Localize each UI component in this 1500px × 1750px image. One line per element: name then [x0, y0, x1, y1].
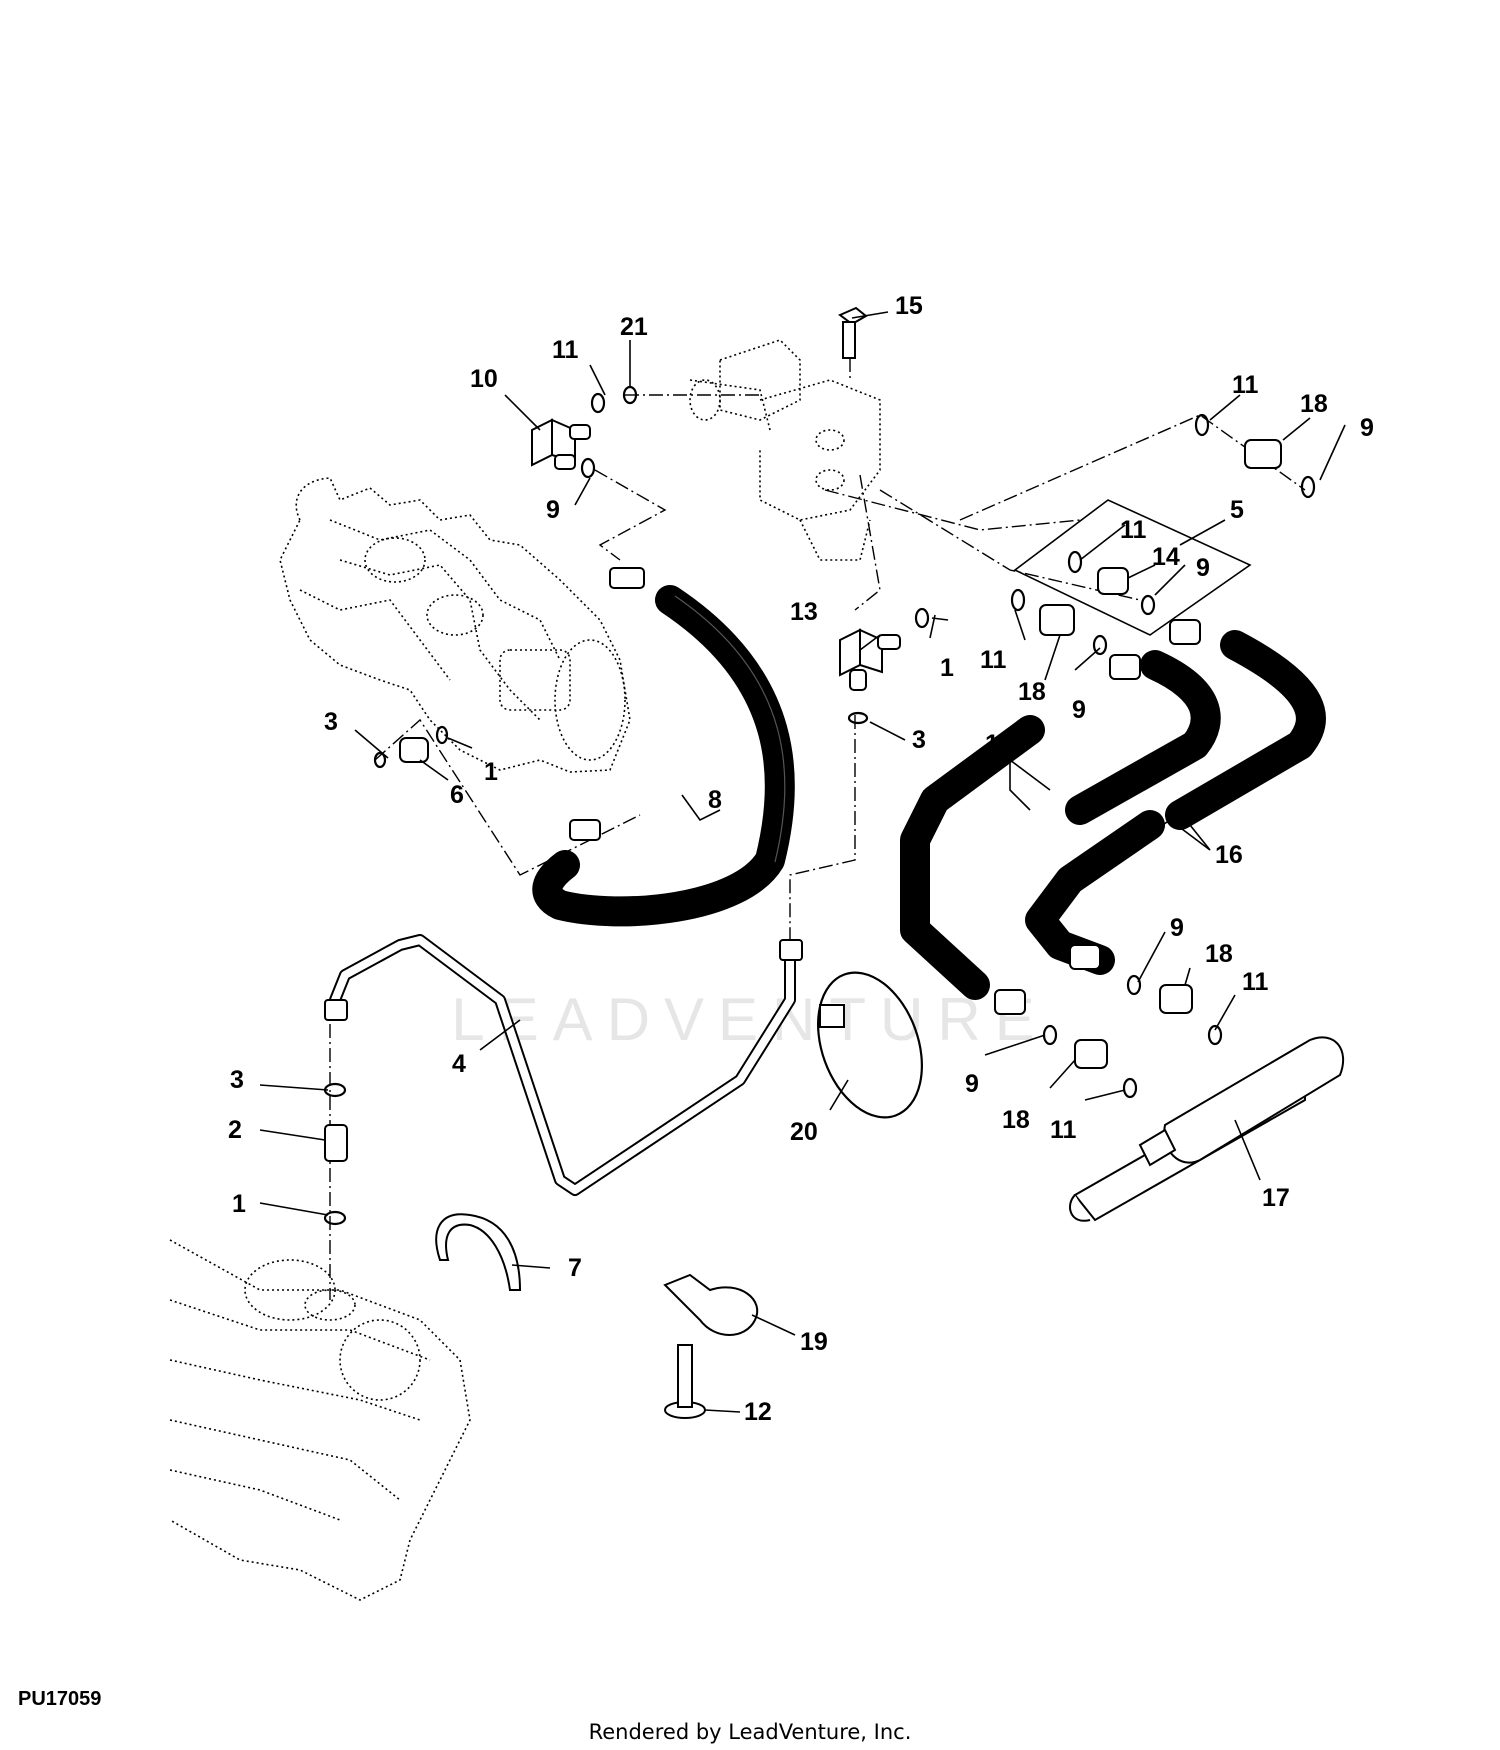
callout-11-top: 11: [552, 336, 579, 364]
callout-10: 10: [470, 365, 498, 393]
kit-5-outline: [1013, 499, 1252, 636]
callout-21: 21: [620, 313, 648, 341]
callout-1-lower: 1: [232, 1190, 246, 1218]
hydrostatic-transmission-ghost: [279, 477, 631, 773]
bolt-15: [838, 306, 868, 359]
callout-16-bottom: 16: [1215, 841, 1243, 869]
callout-18-mid: 18: [1018, 678, 1046, 706]
callout-20: 20: [790, 1118, 818, 1146]
callout-11-mid: 11: [980, 646, 1007, 674]
callout-labels: 1 1 1 2 3 3 3 4 5 6 7 8 9 9 9 9 9 9 10 1…: [228, 292, 1374, 1426]
callout-7: 7: [568, 1254, 582, 1282]
callout-11-kit: 11: [1120, 516, 1147, 544]
callout-18-right: 18: [1205, 940, 1233, 968]
callout-15: 15: [895, 292, 923, 320]
callout-9-top-left: 9: [546, 496, 560, 524]
callout-11-right: 11: [1242, 968, 1269, 996]
callout-9-top-right: 9: [1360, 414, 1374, 442]
callout-8: 8: [708, 786, 722, 814]
callout-9-kit: 9: [1196, 554, 1210, 582]
hydraulic-cylinder-17: [1069, 1036, 1345, 1222]
callout-11-lower: 11: [1050, 1116, 1077, 1144]
callout-6: 6: [450, 781, 464, 809]
adapter-fittings: [324, 439, 1282, 1162]
callout-9-right: 9: [1170, 914, 1184, 942]
watermark-text: LEADVENTURE: [451, 986, 1049, 1053]
elbow-fitting-13: [839, 628, 901, 691]
cap-screw-12: [664, 1344, 706, 1419]
o-rings-and-washers: [323, 385, 1316, 1226]
callout-3-center: 3: [912, 726, 926, 754]
callout-3-left: 3: [324, 708, 338, 736]
callout-1-left: 1: [484, 758, 498, 786]
hydraulic-hoses: [532, 585, 1326, 1000]
clamp-19: [663, 1273, 759, 1336]
callout-5: 5: [1230, 496, 1244, 524]
callout-18-lower: 18: [1002, 1106, 1030, 1134]
callout-4: 4: [452, 1050, 466, 1078]
callout-17: 17: [1262, 1184, 1290, 1212]
callout-13: 13: [790, 598, 818, 626]
clip-7: [435, 1213, 522, 1291]
control-valve-ghost: [689, 339, 881, 561]
callout-9-mid: 9: [1072, 696, 1086, 724]
callout-9-lower: 9: [965, 1070, 979, 1098]
callout-18-top-right: 18: [1300, 390, 1328, 418]
axle-housing-ghost: [169, 1239, 471, 1601]
callout-11-right-top: 11: [1232, 371, 1259, 399]
callout-14: 14: [1152, 543, 1180, 571]
callout-2: 2: [228, 1116, 242, 1144]
elbow-fitting-10: [531, 418, 591, 470]
leader-lines: [259, 311, 1346, 1413]
steel-tube-4: [329, 934, 796, 1196]
callout-1-top: 1: [940, 654, 954, 682]
cable-tie-20: [817, 971, 923, 1119]
figure-id: PU17059: [18, 1688, 102, 1710]
footer-credit: Rendered by LeadVenture, Inc.: [588, 1720, 912, 1744]
callout-12: 12: [744, 1398, 772, 1426]
callout-16-top: 16: [985, 730, 1013, 758]
callout-3-lower: 3: [230, 1066, 244, 1094]
callout-19: 19: [800, 1328, 828, 1356]
